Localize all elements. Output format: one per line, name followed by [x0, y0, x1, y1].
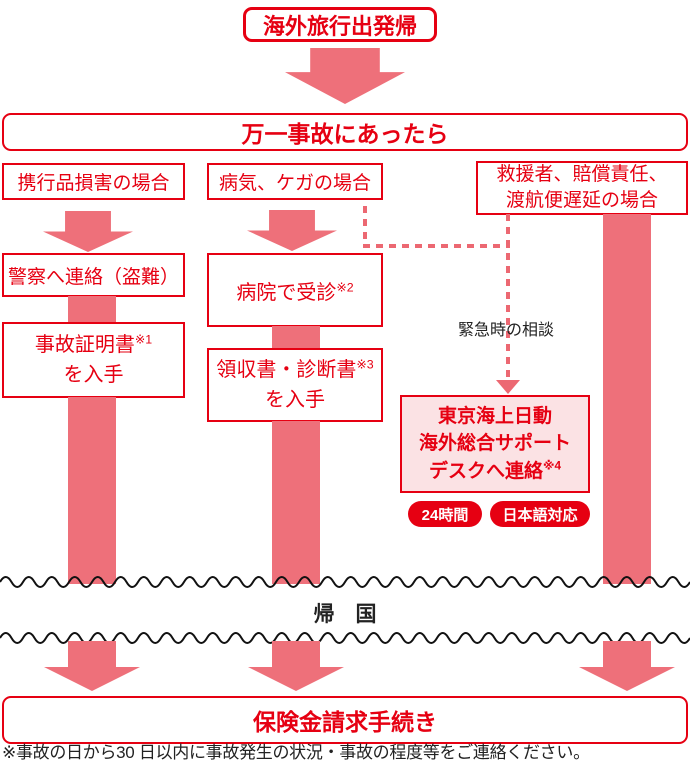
- step-hospital-visit: 病院で受診※2: [207, 253, 383, 327]
- header-rescue-liability-delay-text: 救援者、賠償責任、 渡航便遅延の場合: [496, 162, 667, 213]
- cert-sup: ※1: [134, 332, 153, 347]
- support-line2: 海外総合サポート: [418, 433, 571, 455]
- title-text: 海外旅行出発帰: [262, 13, 417, 39]
- wavy-line-bottom: [0, 632, 690, 644]
- banner-text: 万一事故にあったら: [241, 121, 449, 147]
- support-line1: 東京海上日動: [437, 405, 552, 427]
- flow-bar-left: [68, 397, 116, 584]
- receipt-line1: 領収書・診断書: [216, 359, 357, 381]
- support-desk-box: 東京海上日動 海外総合サポート デスクへ連絡※4: [400, 395, 590, 493]
- connector-bar-middle: [272, 326, 320, 349]
- step-receipt-diagnosis: 領収書・診断書※3 を入手: [207, 348, 383, 422]
- footnote-text: ※事故の日から30 日以内に事故発生の状況・事故の程度等をご連絡ください。: [2, 743, 590, 760]
- down-arrow-middle-icon: [247, 210, 337, 251]
- banner-box: 万一事故にあったら: [2, 113, 688, 151]
- step-accident-certificate-text: 事故証明書※1 を入手: [35, 330, 152, 390]
- dashed-line-horizontal: [363, 244, 510, 248]
- title-box: 海外旅行出発帰: [243, 7, 437, 42]
- emergency-consult-text: 緊急時の相談: [457, 322, 554, 339]
- header-baggage-damage-text: 携行品損害の場合: [17, 173, 170, 194]
- step-receipt-diagnosis-text: 領収書・診断書※3 を入手: [216, 355, 373, 415]
- connector-bar-left: [68, 296, 116, 324]
- step-police-contact-text: 警察へ連絡（盗難）: [7, 266, 179, 288]
- badge-24hours: 24時間: [408, 501, 482, 527]
- return-home-text: 帰 国: [313, 603, 377, 626]
- receipt-line2: を入手: [265, 389, 325, 411]
- dashed-line-from-middle: [363, 206, 367, 248]
- big-down-arrow-icon: [285, 48, 405, 104]
- bottom-arrow-left-icon: [44, 641, 140, 691]
- hospital-sup: ※2: [336, 279, 354, 294]
- cert-line1: 事故証明書: [34, 334, 135, 356]
- emergency-consult-label: 緊急時の相談: [438, 316, 574, 340]
- badge-japanese-support-text: 日本語対応: [502, 506, 578, 524]
- header-sickness-injury-text: 病気、ケガの場合: [218, 173, 371, 194]
- header-sickness-injury: 病気、ケガの場合: [207, 163, 383, 200]
- header-right-line1: 救援者、賠償責任、: [496, 164, 668, 186]
- step-police-contact: 警察へ連絡（盗難）: [2, 253, 185, 297]
- header-rescue-liability-delay: 救援者、賠償責任、 渡航便遅延の場合: [476, 161, 688, 215]
- down-arrow-left-icon: [43, 211, 133, 252]
- receipt-sup: ※3: [356, 357, 374, 372]
- claim-procedure-box: 保険金請求手続き: [2, 696, 688, 744]
- badge-japanese-support: 日本語対応: [490, 501, 590, 527]
- header-baggage-damage: 携行品損害の場合: [2, 163, 185, 200]
- dashed-line-from-right: [506, 214, 510, 380]
- footnote: ※事故の日から30 日以内に事故発生の状況・事故の程度等をご連絡ください。: [2, 738, 690, 760]
- flow-bar-right: [603, 214, 651, 584]
- wavy-line-top: [0, 576, 690, 588]
- claim-procedure-text: 保険金請求手続き: [253, 709, 437, 735]
- support-line3: デスクへ連絡: [428, 460, 543, 482]
- bottom-arrow-right-icon: [579, 641, 675, 691]
- hospital-line: 病院で受診: [236, 281, 337, 304]
- dashed-arrowhead-icon: [496, 380, 520, 394]
- bottom-arrow-middle-icon: [248, 641, 344, 691]
- step-accident-certificate: 事故証明書※1 を入手: [2, 322, 185, 398]
- badge-24hours-text: 24時間: [421, 506, 469, 524]
- header-right-line2: 渡航便遅延の場合: [505, 190, 658, 211]
- cert-line2: を入手: [63, 364, 124, 386]
- step-hospital-visit-text: 病院で受診※2: [236, 276, 353, 305]
- flow-bar-middle: [272, 421, 320, 584]
- support-sup: ※4: [543, 459, 561, 473]
- support-desk-text: 東京海上日動 海外総合サポート デスクへ連絡※4: [419, 403, 571, 486]
- return-home-label: 帰 国: [0, 598, 690, 628]
